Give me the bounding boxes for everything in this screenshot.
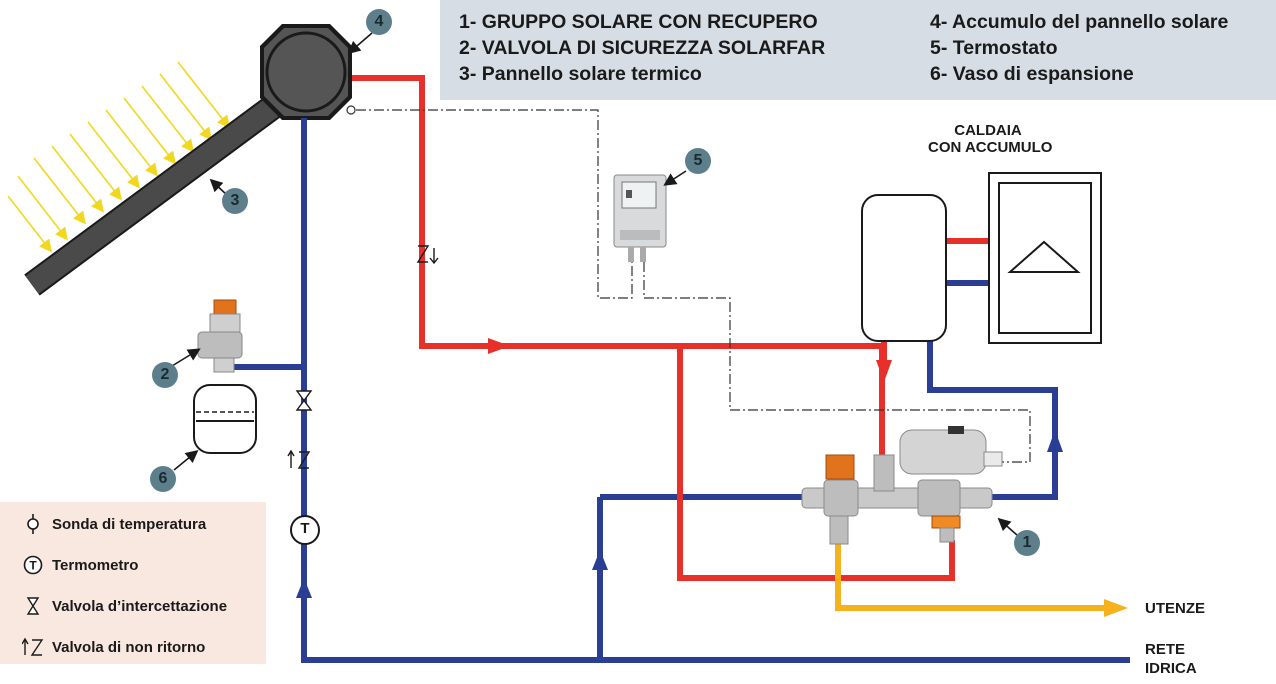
sun-rays (7, 61, 230, 253)
badge-1: 1 (1014, 530, 1040, 556)
cold-water-pipes (221, 118, 1130, 663)
legend-left-column: 1- GRUPPO SOLARE CON RECUPERO 2- VALVOLA… (459, 9, 825, 87)
legend-item: 3- Pannello solare termico (459, 63, 702, 85)
flow-arrows-hot (488, 338, 892, 382)
key-row: Sonda di temperatura (20, 514, 206, 534)
key-row: Valvola di non ritorno (20, 637, 205, 657)
temperature-probe-icon (346, 105, 356, 115)
rete-label-line2: IDRICA (1145, 660, 1197, 677)
temperature-probe-icon (20, 514, 46, 534)
pipe-thermometer-letter: T (300, 520, 310, 537)
rete-idrica-label: RETE IDRICA (1145, 640, 1197, 678)
shutoff-valve-icon (20, 596, 46, 616)
key-label: Termometro (52, 556, 139, 574)
expansion-vessel (193, 384, 257, 454)
legend-panel: 1- GRUPPO SOLARE CON RECUPERO 2- VALVOLA… (440, 0, 1276, 100)
shutoff-valve-icon (295, 390, 313, 411)
thermostat (613, 174, 667, 262)
symbol-key: Sonda di temperatura T Termometro Valvol… (0, 502, 266, 664)
thermometer-icon: T (20, 555, 46, 575)
check-valve-icon (20, 637, 46, 657)
solar-tank (260, 24, 352, 120)
boiler-with-storage (861, 172, 1102, 344)
legend-item: 6- Vaso di espansione (930, 63, 1134, 85)
boiler-label-line2: CON ACCUMULO (928, 139, 1053, 156)
badge-2: 2 (152, 362, 178, 388)
key-label: Valvola d’intercettazione (52, 597, 228, 615)
utenze-label: UTENZE (1145, 600, 1205, 617)
boiler-label: CALDAIA CON ACCUMULO (928, 122, 1053, 156)
legend-right-column: 4- Accumulo del pannello solare 5- Termo… (930, 9, 1228, 87)
key-row: Valvola d’intercettazione (20, 596, 227, 616)
legend-item: 4- Accumulo del pannello solare (930, 11, 1229, 33)
legend-item: 1- GRUPPO SOLARE CON RECUPERO (459, 11, 818, 33)
legend-item: 5- Termostato (930, 37, 1058, 59)
safety-valve (197, 299, 243, 373)
sensor-wiring (356, 109, 1031, 463)
badge-5: 5 (685, 148, 711, 174)
badge-3: 3 (222, 188, 248, 214)
thermometer-letter: T (29, 559, 37, 573)
badge-6: 6 (150, 466, 176, 492)
flow-arrows-cold (296, 430, 1063, 598)
check-valve-icon (287, 245, 439, 469)
thermometer-icon (290, 515, 320, 545)
key-row: T Termometro (20, 555, 138, 575)
legend-item: 2- VALVOLA DI SICUREZZA SOLARFAR (459, 37, 826, 59)
key-label: Sonda di temperatura (52, 515, 207, 533)
utility-pipe (835, 540, 1128, 617)
boiler-label-line1: CALDAIA (954, 122, 1022, 139)
solar-group-unit (801, 426, 1003, 545)
badge-4: 4 (366, 9, 392, 35)
rete-label-line1: RETE (1145, 641, 1186, 658)
key-label: Valvola di non ritorno (52, 638, 206, 656)
